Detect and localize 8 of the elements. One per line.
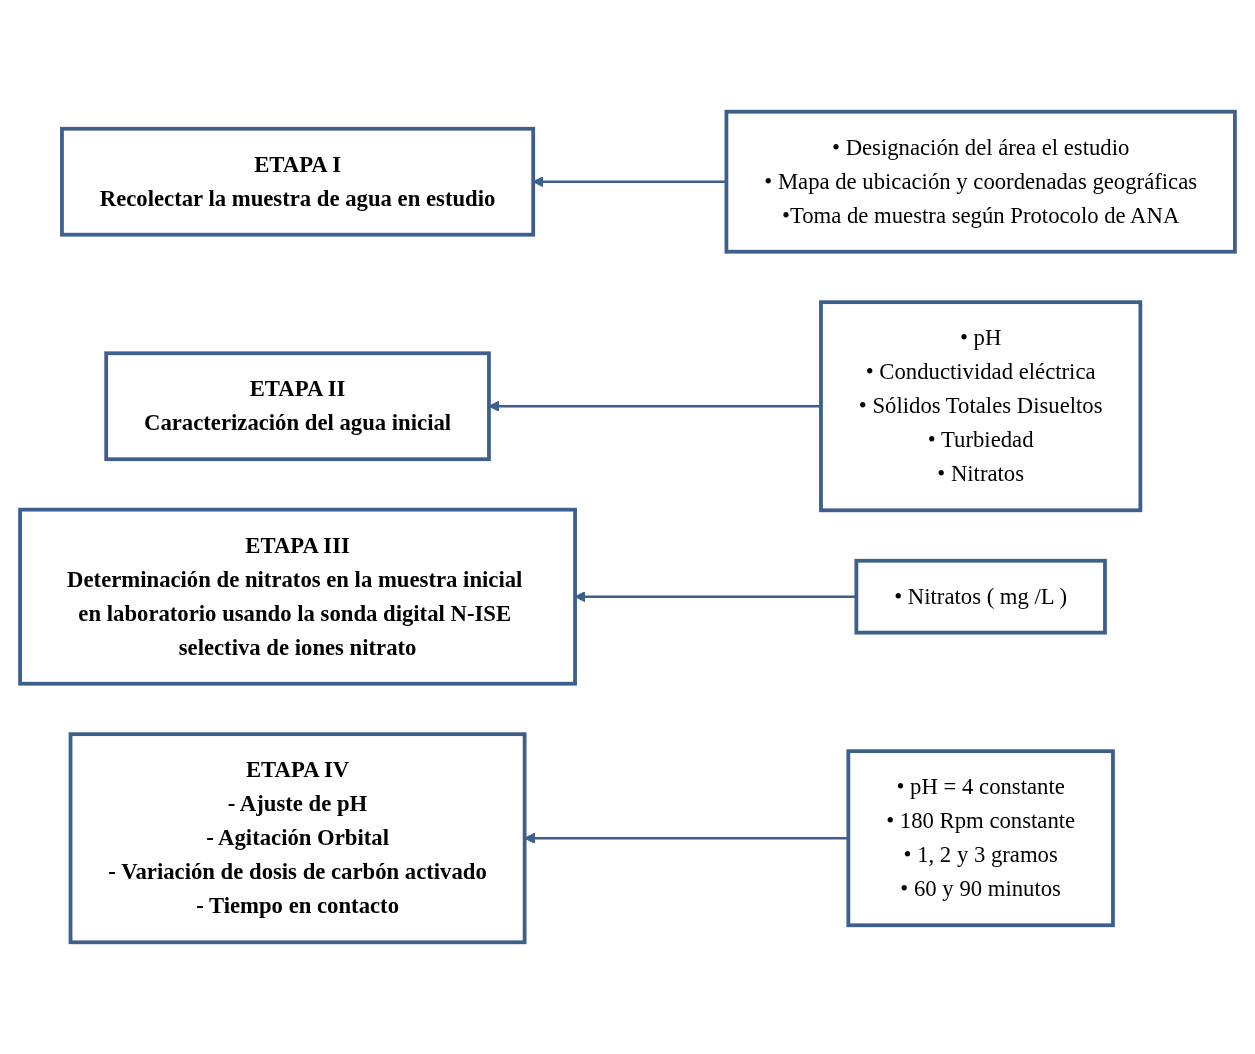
node-box: ETAPA I Recolectar la muestra de agua en estudio xyxy=(60,126,536,237)
node-box: ETAPA II Caracterización del agua inicial xyxy=(104,351,491,462)
node-box: ETAPA III Determinación de nitratos en la muestra inicial en laboratorio usando la sonda digital N-ISE selectiva de iones nitrato xyxy=(18,507,577,686)
node-box: ETAPA IV - Ajuste de pH - Agitación Orbital - Variación de dosis de carbón activado - Tiempo en contacto xyxy=(68,732,527,945)
node-box: • Nitratos ( mg /L ) xyxy=(854,558,1107,635)
node-box: • Designación del área el estudio • Mapa de ubicación y coordenadas geográficas •Toma de muestra según Protocolo de ANA xyxy=(724,109,1237,254)
node-box: • pH • Conductividad eléctrica • Sólidos Totales Disueltos • Turbiedad • Nitratos xyxy=(819,300,1143,513)
node-box: • pH = 4 constante • 180 Rpm constante • 1, 2 y 3 gramos • 60 y 90 minutos xyxy=(846,749,1115,928)
